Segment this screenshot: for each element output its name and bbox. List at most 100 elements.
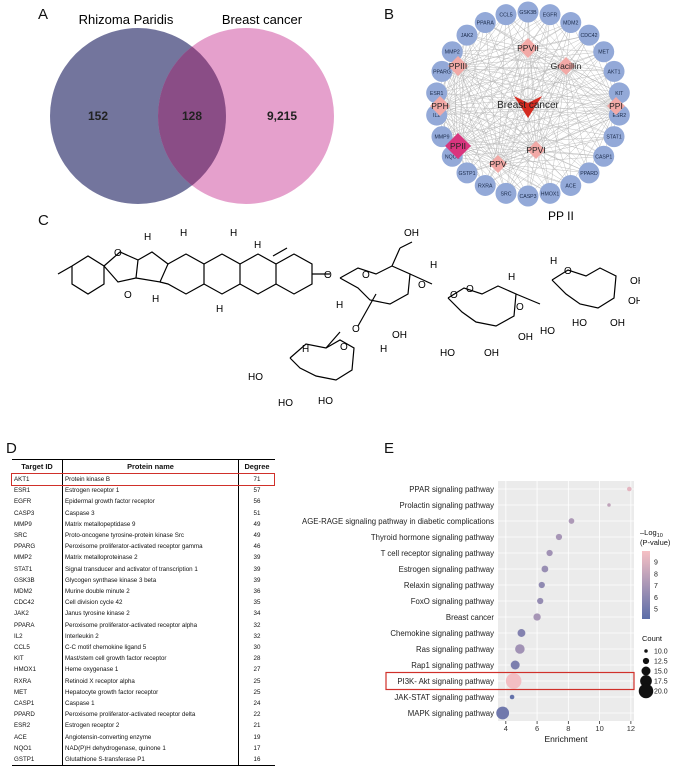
cell-protein-name: Epidermal growth factor receptor	[62, 496, 239, 508]
bubble-point	[510, 660, 520, 670]
bubble-point	[555, 533, 563, 541]
compound-node-ppvii: PPVII	[517, 38, 539, 58]
category-label: Ras signaling pathway	[416, 645, 494, 654]
cell-protein-name: Heme oxygenase 1	[62, 664, 239, 676]
target-label: SRC	[501, 191, 512, 197]
cell-target-id: MET	[12, 686, 63, 699]
network-edge	[527, 47, 615, 137]
struct-o-9: O	[516, 302, 524, 313]
struct-h-7: H	[380, 344, 387, 355]
size-legend-label: 20.0	[654, 689, 668, 696]
size-legend-dot	[641, 666, 651, 676]
struct-ho-6: HO	[572, 318, 587, 329]
target-node-ace: ACE	[560, 174, 582, 196]
network-edge	[497, 136, 615, 165]
colorbar-title: –Log10	[640, 528, 663, 539]
compound-label: Gracillin	[551, 61, 582, 71]
cell-target-id: KIT	[12, 653, 63, 665]
colorbar-tick: 6	[654, 595, 658, 602]
network-edge	[535, 136, 615, 151]
cell-target-id: NQO1	[12, 742, 63, 755]
network-edge	[466, 35, 499, 165]
cell-protein-name: C-C motif chemokine ligand 5	[62, 642, 239, 654]
struct-ho-1: HO	[248, 372, 263, 383]
struct-oh-3: OH	[484, 348, 499, 359]
target-node-casp1: CASP1	[593, 145, 615, 167]
compound-node-ppiii: PPIII	[448, 56, 468, 76]
network-edge	[452, 149, 537, 157]
cell-target-id: ESR1	[12, 485, 63, 497]
target-label: IL2	[433, 113, 440, 119]
category-label: FoxO signaling pathway	[411, 597, 494, 606]
network-edge	[527, 47, 604, 52]
cell-degree: 25	[253, 677, 261, 685]
cell-degree: 57	[253, 487, 261, 495]
colorbar-tick: 7	[654, 583, 658, 590]
network-edge	[436, 47, 529, 94]
network-edge	[527, 47, 551, 194]
cell-protein-name: Angiotensin-converting enzyme	[62, 731, 239, 743]
network-edge	[497, 22, 571, 165]
struct-ho-3: HO	[318, 396, 333, 407]
target-node-stat1: STAT1	[603, 126, 625, 148]
cell-protein-name: Estrogen receptor 2	[62, 720, 239, 732]
target-node-met: MET	[593, 41, 615, 63]
network-edge	[565, 65, 615, 137]
cell-target-id: ACE	[12, 731, 63, 743]
venn-left-count: 152	[88, 109, 108, 123]
network-edge	[457, 14, 551, 67]
network-edge	[457, 22, 486, 147]
network-edge	[527, 51, 604, 105]
compound-label: PPVII	[517, 43, 539, 53]
compound-node-pph: PPH	[430, 96, 450, 116]
network-edge	[441, 105, 617, 137]
target-label: CCL5	[499, 13, 512, 19]
venn-overlap-count: 128	[182, 109, 202, 123]
target-node-egfr: EGFR	[539, 4, 561, 26]
cell-protein-name: Glycogen synthase kinase 3 beta	[62, 574, 239, 587]
target-label: AKT1	[608, 69, 621, 75]
network-edge	[527, 11, 567, 67]
cell-protein-name: Janus tyrosine kinase 2	[62, 608, 239, 620]
cell-target-id: MMP9	[12, 518, 63, 531]
network-edge	[485, 22, 529, 105]
network-edge	[436, 103, 529, 116]
target-node-ccl5: CCL5	[495, 4, 517, 26]
size-legend-dot	[640, 675, 652, 687]
network-edge	[441, 71, 459, 147]
cell-target-id: PPARD	[12, 709, 63, 721]
cell-protein-name: Murine double minute 2	[62, 586, 239, 598]
target-node-ppara: PPARA	[474, 12, 496, 34]
colorbar-tick: 5	[654, 607, 658, 614]
col-target-id: Target ID	[12, 459, 63, 474]
network-edge	[439, 92, 620, 107]
network-edge	[485, 103, 529, 186]
struct-o-2: O	[124, 290, 132, 301]
target-label: GSK3B	[519, 10, 537, 16]
network-edge	[565, 65, 571, 186]
bubble-point	[607, 503, 611, 507]
network-edge	[457, 145, 551, 194]
bubble-point	[538, 581, 545, 589]
network-edge	[527, 47, 615, 72]
x-tick-label: 8	[566, 724, 570, 733]
network-edge	[457, 65, 486, 186]
struct-oh-7: OH	[630, 276, 640, 287]
network-edge	[565, 65, 604, 157]
compound-label: PPIII	[449, 61, 467, 71]
venn-diagram: Rhizoma Paridis Breast cancer 152 128 9,…	[50, 12, 334, 204]
target-label: ESR1	[430, 91, 444, 97]
struct-h-1: H	[144, 232, 151, 243]
x-tick-label: 12	[627, 724, 635, 733]
struct-h-10: H	[550, 256, 557, 267]
network-edge	[527, 103, 604, 157]
target-label: PPARD	[580, 171, 598, 177]
cell-target-id: SRC	[12, 530, 63, 542]
cell-degree: 24	[253, 700, 261, 708]
